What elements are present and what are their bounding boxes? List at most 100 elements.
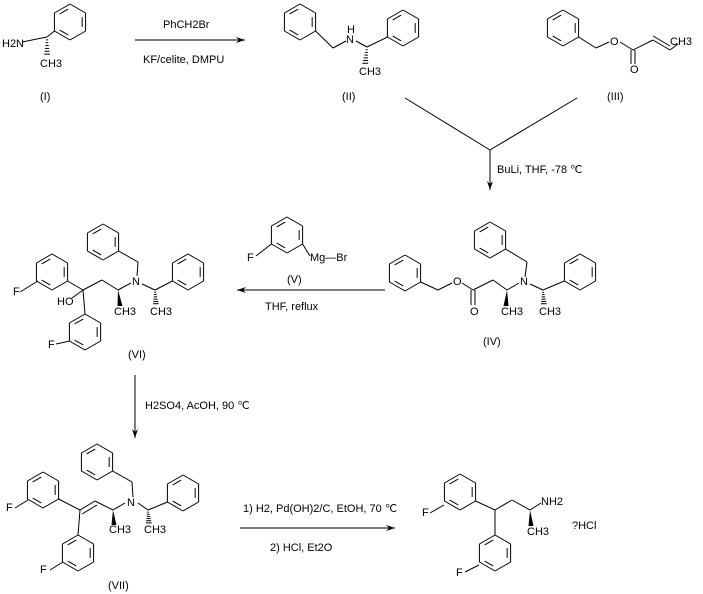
bond: [315, 30, 334, 49]
atom-label: H: [347, 24, 355, 36]
bond: [131, 481, 134, 498]
benzene-ring-bond: [579, 253, 596, 264]
atom-label: F: [456, 567, 463, 579]
bond: [437, 282, 453, 291]
benzene-ring-bond: [36, 280, 53, 291]
step2-conditions: BuLi, THF, -78 ℃: [497, 164, 583, 176]
benzene-ring-bond: [69, 313, 86, 324]
aromatic-double-bond: [484, 560, 494, 567]
benzene-ring-bond: [389, 254, 406, 265]
atom-label: F: [48, 339, 55, 351]
benzene-ring-bond: [494, 534, 511, 545]
benzene-ring-bond: [182, 474, 199, 485]
aromatic-double-bond: [59, 8, 69, 15]
benzene-ring-bond: [51, 280, 68, 291]
solid-wedge: [117, 290, 123, 306]
bond: [302, 243, 311, 257]
aromatic-double-bond: [449, 478, 459, 485]
benzene-ring-bond: [167, 474, 184, 485]
aromatic-double-bond: [552, 35, 562, 42]
double-bond: [81, 504, 98, 515]
bond: [366, 36, 388, 48]
bond: [21, 36, 48, 43]
bond: [524, 261, 528, 278]
aromatic-double-bond: [394, 280, 404, 287]
aromatic-double-bond: [172, 500, 182, 507]
benzene-ring-bond: [547, 9, 564, 20]
solid-wedge: [528, 510, 534, 526]
benzene-ring-bond: [81, 443, 98, 454]
benzene-ring-bond: [271, 243, 288, 254]
atom-label: CH3: [359, 66, 382, 78]
benzene-ring-bond: [402, 9, 419, 20]
aromatic-double-bond: [479, 247, 489, 254]
aromatic-double-bond: [569, 279, 579, 286]
aromatic-double-bond: [177, 279, 187, 286]
bond: [494, 499, 513, 511]
bond: [475, 500, 496, 511]
bond: [49, 561, 64, 571]
aromatic-double-bond: [41, 279, 51, 286]
bond: [529, 283, 544, 291]
bond: [332, 40, 347, 49]
compound-label-III: (III): [607, 91, 624, 103]
benzene-ring-bond: [474, 248, 491, 259]
benzene-ring-bond: [564, 253, 581, 264]
bond: [141, 283, 156, 291]
bond: [117, 282, 132, 291]
aromatic-double-bond: [92, 228, 102, 235]
bond: [355, 40, 368, 48]
bond: [506, 282, 520, 291]
benzene-ring-bond: [299, 3, 316, 14]
aromatic-double-bond: [41, 258, 51, 265]
benzene-ring-bond: [42, 498, 59, 509]
benzene-ring-bond: [54, 30, 71, 41]
benzene-ring-bond: [404, 254, 421, 265]
aromatic-double-bond: [32, 476, 42, 483]
step5-conditions: 2) HCl, Et2O: [270, 542, 333, 554]
benzene-ring-bond: [387, 36, 404, 47]
benzene-ring-bond: [102, 223, 119, 234]
bond: [429, 504, 445, 514]
benzene-ring-bond: [479, 534, 496, 545]
benzene-ring-bond: [444, 500, 461, 511]
bond: [58, 498, 81, 511]
step3-conditions: THF, reflux: [265, 301, 319, 313]
bond: [255, 243, 272, 257]
atom-label: CH3: [539, 306, 562, 318]
reaction-line: [489, 97, 578, 151]
compound-label-VI: (VI): [128, 349, 146, 361]
bond: [464, 564, 480, 573]
benzene-ring-bond: [54, 3, 71, 14]
benzene-ring-bond: [579, 280, 596, 291]
benzene-ring-bond: [494, 561, 511, 572]
atom-label: CH3: [114, 306, 137, 318]
bond: [505, 248, 528, 263]
benzene-ring-bond: [444, 473, 461, 484]
benzene-ring-bond: [27, 471, 44, 482]
atom-label: H2N: [2, 38, 25, 50]
bond: [511, 499, 531, 511]
benzene-ring-bond: [547, 36, 564, 47]
bond: [14, 499, 29, 509]
step4-conditions: H2SO4, AcOH, 90 ℃: [145, 400, 250, 412]
atom-label: O: [453, 276, 462, 288]
atom-label: N: [127, 497, 135, 509]
benzene-ring-bond: [389, 281, 406, 292]
aromatic-double-bond: [86, 469, 96, 476]
bond: [101, 279, 119, 291]
aromatic-double-bond: [276, 242, 286, 249]
bond: [632, 39, 654, 51]
bond: [472, 279, 494, 291]
step5-reagents: 1) H2, Pd(OH)2/C, EtOH, 70 ℃: [243, 503, 398, 515]
bond: [669, 43, 679, 51]
arrowhead: [132, 429, 138, 438]
double-bond: [652, 35, 671, 47]
bond: [82, 279, 103, 291]
bond: [461, 282, 474, 291]
atom-label: F: [13, 286, 20, 298]
atom-label: F: [422, 507, 429, 519]
benzene-ring-bond: [69, 3, 86, 14]
aromatic-double-bond: [67, 539, 77, 546]
